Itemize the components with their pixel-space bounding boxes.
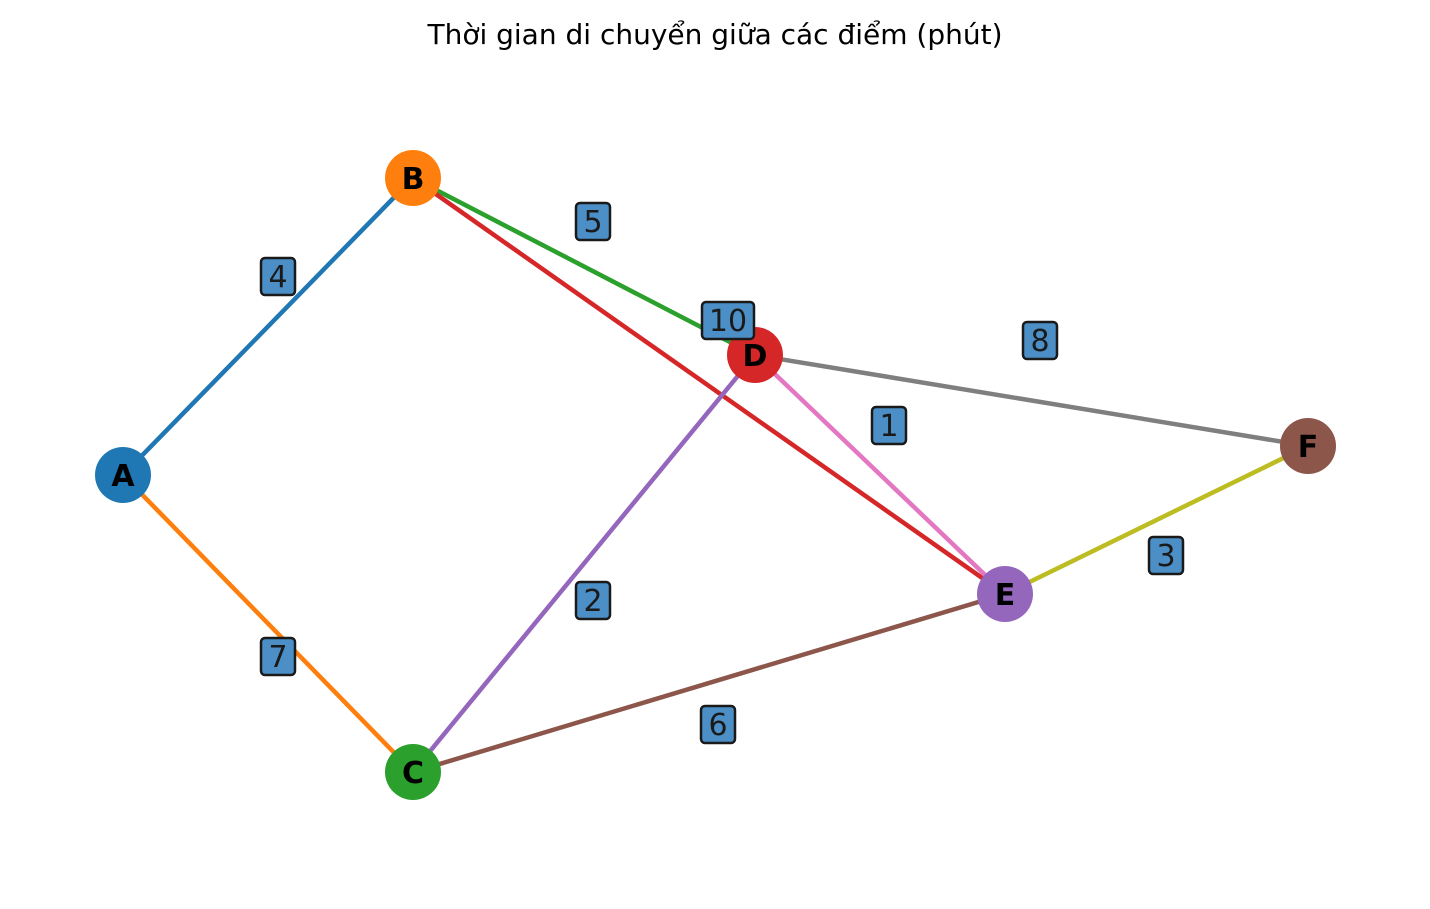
edge-c-d bbox=[411, 353, 757, 774]
edge-weight: 2 bbox=[583, 584, 602, 619]
edge-e-f bbox=[1004, 443, 1309, 597]
edge-weight: 8 bbox=[1030, 324, 1049, 359]
edge-a-c bbox=[121, 473, 415, 774]
nodes-layer: A B C D E F bbox=[95, 150, 1336, 800]
node-d-circle bbox=[727, 327, 783, 383]
edge-label-box bbox=[699, 704, 737, 745]
node-f-circle bbox=[1280, 418, 1336, 474]
edge-weight: 5 bbox=[583, 205, 602, 240]
node-f: F bbox=[1280, 418, 1336, 474]
edge-label-d-e: 1 bbox=[870, 405, 908, 446]
node-b-circle bbox=[385, 150, 441, 206]
node-e-label: E bbox=[995, 578, 1016, 613]
node-a-label: A bbox=[111, 459, 135, 494]
node-e-circle bbox=[977, 566, 1033, 622]
edge-label-c-e: 6 bbox=[699, 704, 737, 745]
edge-label-box bbox=[259, 256, 297, 297]
edges-layer bbox=[121, 176, 1309, 775]
edge-label-b-d: 5 bbox=[574, 201, 612, 242]
edge-weight: 3 bbox=[1156, 539, 1175, 574]
node-f-label: F bbox=[1298, 430, 1319, 465]
node-b-label: B bbox=[402, 162, 425, 197]
edge-labels-layer: 4 7 5 10 2 6 1 8 3 bbox=[259, 201, 1185, 745]
edge-label-box bbox=[700, 300, 756, 341]
edge-label-c-d: 2 bbox=[574, 580, 612, 621]
node-c-label: C bbox=[402, 756, 424, 791]
edge-label-d-f: 8 bbox=[1021, 320, 1059, 361]
edge-d-f bbox=[754, 352, 1309, 449]
edge-label-b-e: 10 bbox=[700, 300, 756, 341]
edge-weight: 10 bbox=[709, 304, 747, 339]
node-b: B bbox=[385, 150, 441, 206]
edge-label-box bbox=[574, 201, 612, 242]
edge-weight: 6 bbox=[708, 708, 727, 743]
edge-d-e bbox=[753, 353, 1007, 596]
node-c: C bbox=[385, 744, 441, 800]
edge-label-box bbox=[259, 636, 297, 677]
graph-title: Thời gian di chuyển giữa các điểm (phút) bbox=[426, 18, 1002, 51]
edge-b-d bbox=[411, 176, 757, 357]
edge-label-box bbox=[1147, 535, 1185, 576]
edge-label-a-c: 7 bbox=[259, 636, 297, 677]
edge-a-b bbox=[121, 176, 415, 477]
edge-label-a-b: 4 bbox=[259, 256, 297, 297]
node-e: E bbox=[977, 566, 1033, 622]
edge-label-e-f: 3 bbox=[1147, 535, 1185, 576]
edge-label-box bbox=[1021, 320, 1059, 361]
node-a-circle bbox=[95, 447, 151, 503]
edge-c-e bbox=[412, 591, 1006, 775]
edge-label-box bbox=[870, 405, 908, 446]
node-c-circle bbox=[385, 744, 441, 800]
edge-b-e bbox=[411, 176, 1007, 596]
node-d: D bbox=[727, 327, 783, 383]
edge-weight: 4 bbox=[268, 260, 287, 295]
node-d-label: D bbox=[743, 339, 768, 374]
edge-label-box bbox=[574, 580, 612, 621]
node-a: A bbox=[95, 447, 151, 503]
edge-weight: 7 bbox=[268, 640, 287, 675]
edge-weight: 1 bbox=[879, 409, 898, 444]
